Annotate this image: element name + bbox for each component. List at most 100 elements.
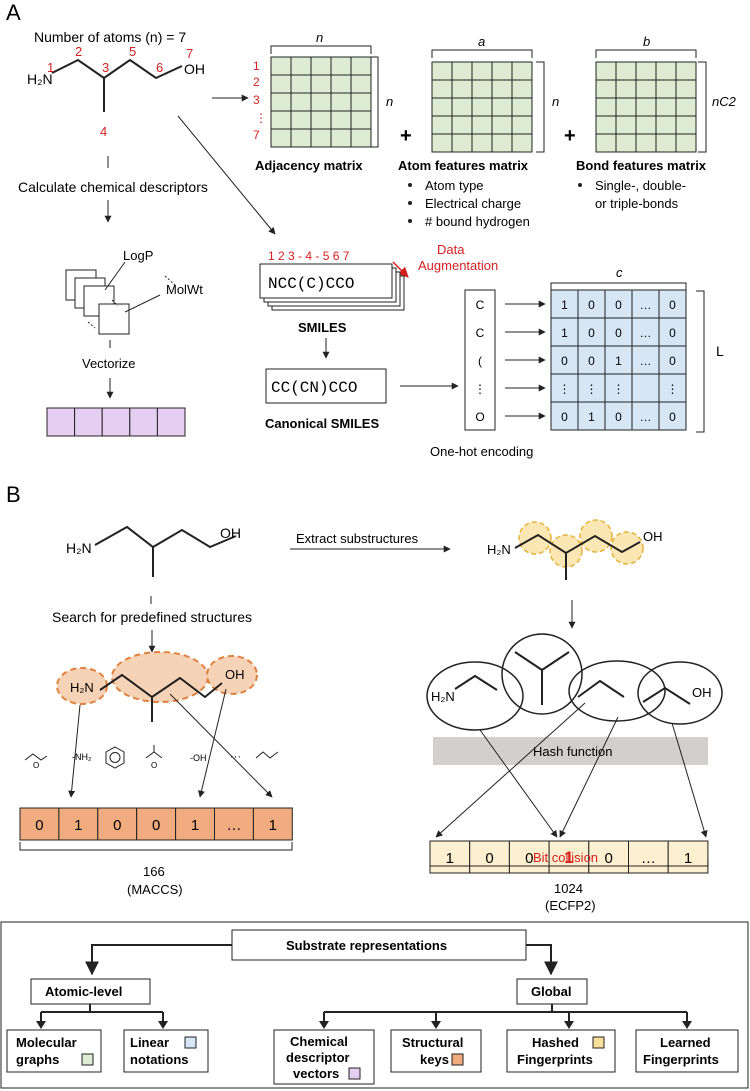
onehot-token: C [476,326,485,340]
logp-label: LogP [123,248,153,263]
plus-sign: + [564,125,576,147]
struct-keys-line1: Structural [402,1035,463,1050]
atom-bullet: Electrical charge [425,196,521,211]
onehot-cell: 0 [615,298,622,312]
onehot-token: ⋮ [474,382,486,396]
onehot-cell: … [640,410,652,424]
maccs-name: (MACCS) [127,882,183,897]
vector-cell [101,407,131,437]
bond-brace [595,49,697,58]
tree-frame [0,921,749,1089]
onehot-cell: 0 [669,354,676,368]
atom-number: 3 [102,60,109,75]
smiles-stack [259,263,405,311]
orange-swatch [451,1053,464,1066]
bit-value: 1 [74,817,82,834]
adj-dim: n [316,30,323,45]
linear-line1: Linear [130,1035,169,1050]
dotted-line [111,299,119,307]
vector-cell [129,407,158,437]
bit-value: 0 [35,817,43,834]
tree-connectors [40,944,688,1024]
fragment-h2n: H₂N [431,689,455,704]
bit-value: 1 [564,848,573,867]
atom-dim: a [478,34,485,49]
adjacency-matrix [270,56,372,148]
onehot-dim: c [616,265,623,280]
onehot-cell: 0 [588,326,595,340]
molecule-a [51,58,183,112]
extract-label: Extract substructures [296,531,419,546]
atom-title: Atom features matrix [398,158,529,173]
ecfp-name: (ECFP2) [545,898,596,913]
bit-cell [175,807,216,841]
bit-cell [19,807,60,841]
canonical-string: CC(CN)CCO [271,379,357,397]
matrix-bg [431,61,533,153]
atom-bullet: Atom type [425,178,484,193]
adj-row-label: 3 [253,93,260,107]
chem-desc-line1: Chemical [290,1034,348,1049]
ketone-icon [145,751,163,759]
struct-keys-box [390,1029,482,1073]
onehot-cell: 0 [561,354,568,368]
onehot-title: One-hot encoding [430,444,533,459]
canonical-label: Canonical SMILES [265,416,379,431]
bit-cell [548,840,590,874]
atom-number: 5 [129,44,136,59]
learned-line1: Learned [660,1035,711,1050]
onehot-side: L [716,343,724,359]
benzene-icon [105,746,125,769]
fragment-oh: OH [692,685,712,700]
bond-side-brace [698,61,707,153]
bond-side: nC2 [712,94,737,109]
molecule-b-keys [99,673,223,722]
descriptor-stack [65,269,130,335]
linear-line2: notations [130,1052,189,1067]
atom-number: 7 [186,46,193,61]
atomic-box [30,978,151,1005]
bit-cell [252,807,293,841]
ellipsis-icon: ··· [230,751,241,763]
key-arrow [68,704,81,798]
key-arrow [198,688,227,798]
search-label: Search for predefined structures [52,609,252,625]
onehot-cell: 0 [588,354,595,368]
onehot-cell: … [640,298,652,312]
arrowhead [36,1021,46,1029]
global-label: Global [531,984,571,999]
nh2-icon: -NH₂ [72,752,92,762]
atom-brace [431,49,533,58]
onehot-cell: 1 [561,298,568,312]
learned-line2: Fingerprints [643,1052,719,1067]
onehot-cell: ⋮ [613,382,625,396]
onehot-cell: ⋮ [667,382,679,396]
propyl-icon [255,751,279,759]
onehot-cell: 0 [588,298,595,312]
data-augmentation-1: Data [437,242,465,257]
onehot-cell: 0 [669,298,676,312]
descriptor-vector [46,407,186,437]
ecfp-size: 1024 [554,881,583,896]
maccs-brace [19,842,293,851]
onehot-token: C [476,298,485,312]
onehot-cell: 1 [588,410,595,424]
bond-bullet: or triple-bonds [595,196,679,211]
bit-value: 0 [525,850,533,867]
onehot-cell: 0 [615,410,622,424]
data-augmentation-2: Augmentation [418,258,498,273]
ecfp-oh: OH [643,529,663,544]
matrix-bg [595,61,697,153]
bit-value: … [226,817,241,834]
struct-keys-line2: keys [420,1052,449,1067]
vector-cell [74,407,103,437]
molwt-label: MolWt [166,282,203,297]
smiles-indices: 1 2 3 - 4 - 5 6 7 [268,249,350,263]
maccs-highlights [56,651,258,705]
adj-row-label: 1 [253,59,260,73]
mol-b-oh: OH [220,525,241,541]
oh-icon: -OH [190,753,207,763]
o-glyph: O [151,761,157,770]
